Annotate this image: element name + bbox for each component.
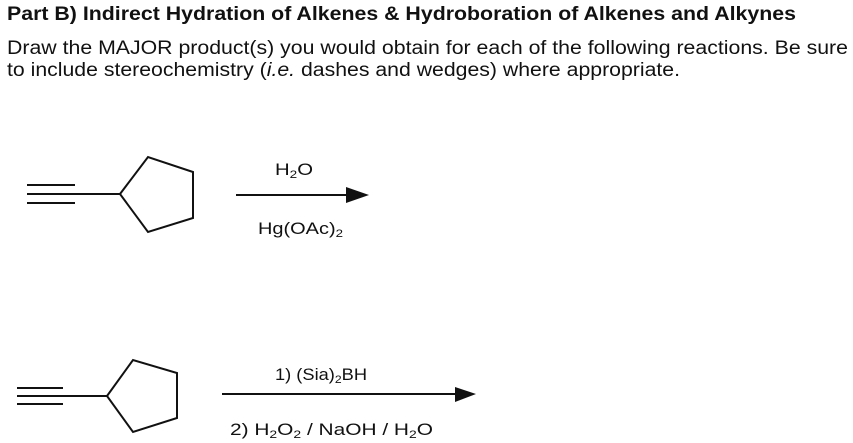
- reagent-below-arrow-2: 2) H2O2 / NaOH / H2O: [230, 421, 434, 441]
- reagent-above-arrow-1: H2O: [275, 161, 313, 181]
- reagent-below-arrow-1: Hg(OAc)2: [258, 220, 344, 240]
- reagent-above-arrow-2: 1) (Sia)2BH: [275, 366, 368, 386]
- instructions-line-1: Draw the MAJOR product(s) you would obta…: [7, 38, 848, 59]
- section-title: Part B) Indirect Hydration of Alkenes & …: [7, 4, 796, 25]
- instructions-line-2: to include stereochemistry (i.e. dashes …: [7, 61, 680, 80]
- instructions-text: to include stereochemistry (: [7, 60, 267, 81]
- instructions-text: dashes and wedges) where appropriate.: [295, 60, 681, 81]
- instructions-italic-ie: i.e.: [266, 60, 296, 81]
